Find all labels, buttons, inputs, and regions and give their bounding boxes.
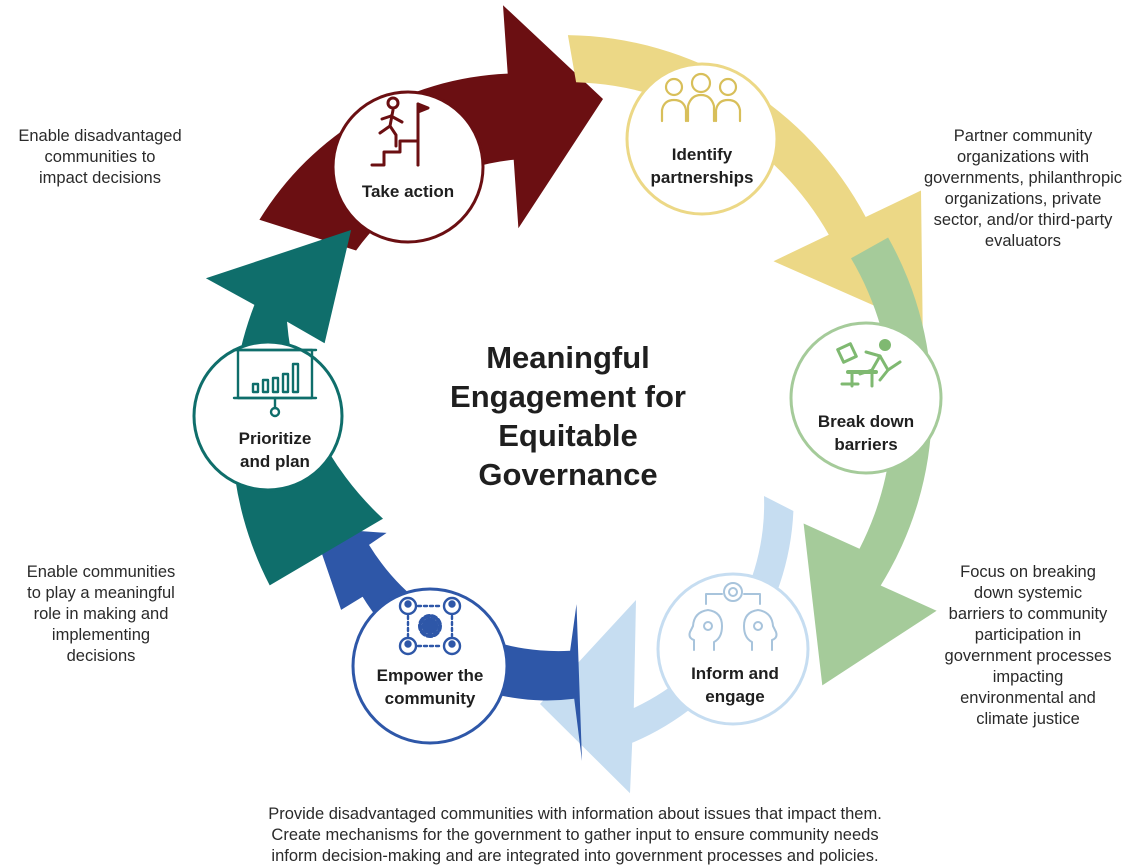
two-heads-gear-exchange-icon — [688, 582, 778, 651]
stage-label-identify-2: partnerships — [651, 168, 754, 187]
hurdle-jumper-icon — [836, 339, 902, 388]
note-line: implementing — [51, 626, 151, 644]
note-line: Create mechanisms for the government to … — [271, 826, 879, 844]
note-line: participation in — [974, 626, 1082, 644]
center-title-line-1: Meaningful — [486, 340, 650, 375]
stage-label-empower-1: Empower the — [377, 666, 484, 685]
center-title-line-3: Equitable — [498, 418, 638, 453]
note-line: Provide disadvantaged communities with i… — [268, 805, 882, 823]
stage-label-prioritize-2: and plan — [240, 452, 310, 471]
center-title: Meaningful Engagement for Equitable Gove… — [450, 340, 686, 492]
note-line: Partner community — [953, 127, 1093, 145]
note-line: environmental and — [960, 689, 1096, 707]
center-title-line-2: Engagement for — [450, 379, 686, 414]
stage-label-inform-1: Inform and — [691, 664, 779, 683]
note-line: barriers to community — [948, 605, 1108, 623]
stage-label-empower-2: community — [385, 689, 476, 708]
note-inform-and-engage: Provide disadvantaged communities with i… — [190, 804, 960, 867]
stage-label-prioritize-1: Prioritize — [239, 429, 312, 448]
center-title-line-4: Governance — [478, 457, 657, 492]
note-take-action: Enable disadvantaged communities to impa… — [2, 126, 198, 189]
group-of-people-icon — [660, 72, 742, 123]
note-identify-partnerships: Partner community organizations with gov… — [905, 126, 1141, 252]
stage-label-take-action: Take action — [362, 182, 454, 201]
note-line: Focus on breaking — [960, 563, 1096, 581]
note-line: decisions — [66, 647, 136, 665]
note-line: impact decisions — [39, 169, 161, 187]
stage-label-inform-2: engage — [705, 687, 765, 706]
note-line: evaluators — [984, 232, 1062, 250]
note-line: governments, philanthropic — [923, 169, 1123, 187]
note-line: inform decision-making and are integrate… — [271, 847, 879, 865]
stage-label-identify-1: Identify — [672, 145, 733, 164]
note-line: Enable disadvantaged — [18, 127, 182, 145]
note-line: down systemic — [973, 584, 1083, 602]
note-line: to play a meaningful — [27, 584, 175, 602]
stage-empower-the-community: Empower the community — [351, 587, 509, 745]
people-network-gear-icon — [398, 596, 462, 656]
stage-take-action: Take action — [331, 90, 485, 244]
note-line: impacting — [992, 668, 1064, 686]
note-line: role in making and — [33, 605, 169, 623]
stage-inform-and-engage: Inform and engage — [656, 572, 810, 726]
note-line: communities to — [44, 148, 156, 166]
stage-prioritize-and-plan: Prioritize and plan — [192, 340, 344, 492]
stage-label-barriers-2: barriers — [834, 435, 897, 454]
stage-label-barriers-1: Break down — [818, 412, 914, 431]
note-line: organizations, private — [944, 190, 1102, 208]
note-empower-the-community: Enable communities to play a meaningful … — [6, 562, 196, 667]
arrow-identify-partnerships — [567, 35, 923, 328]
note-line: organizations with — [956, 148, 1090, 166]
note-line: climate justice — [976, 710, 1080, 728]
note-line: government processes — [944, 647, 1112, 665]
climbing-stairs-flag-icon — [370, 96, 430, 167]
note-line: Enable communities — [26, 563, 176, 581]
arrow-inform-and-engage — [540, 496, 794, 794]
stage-break-down-barriers: Break down barriers — [789, 321, 943, 475]
note-line: sector, and/or third-party — [933, 211, 1113, 229]
presentation-bar-chart-icon — [232, 348, 318, 418]
note-break-down-barriers: Focus on breaking down systemic barriers… — [915, 562, 1141, 730]
stage-identify-partnerships: Identify partnerships — [625, 62, 779, 216]
